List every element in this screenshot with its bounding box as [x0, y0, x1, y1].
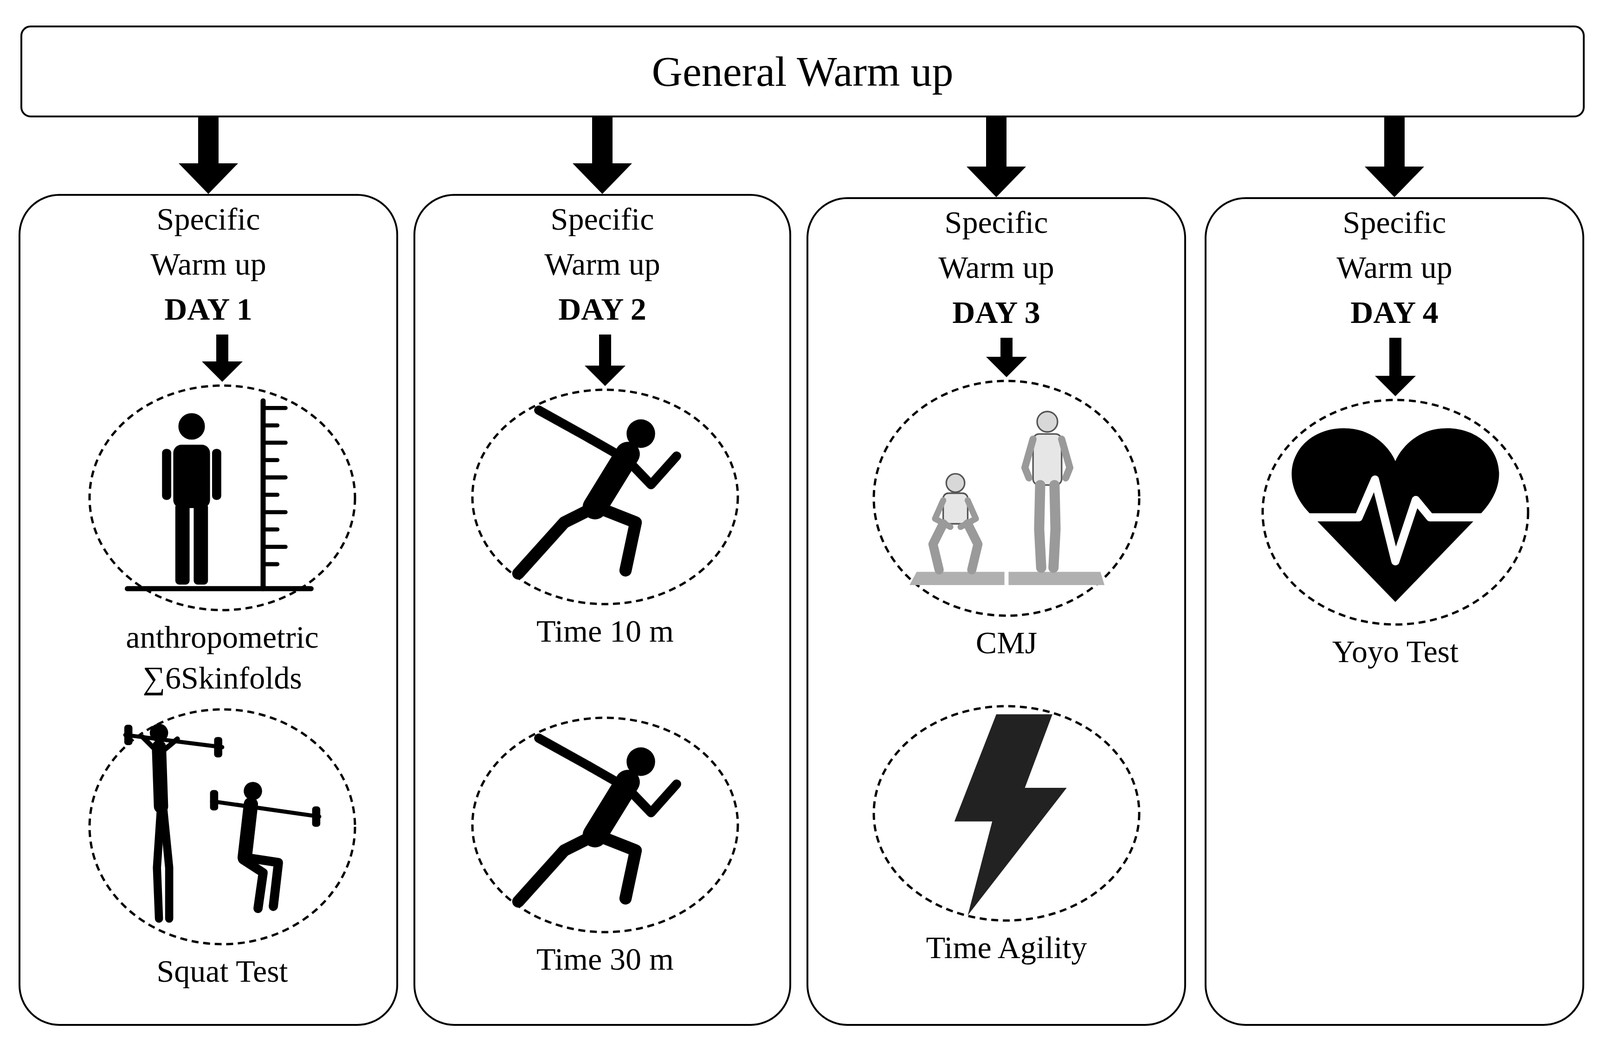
test-ellipse: Time Agility	[869, 701, 1144, 968]
person-icon	[127, 400, 311, 589]
day-panel: Specific Warm upDAY 2 Time 10 m Time 30 m	[413, 193, 792, 1026]
day-panel: Specific Warm upDAY 1 anthropometric ∑6Sk…	[18, 193, 399, 1026]
dashed-ellipse	[472, 389, 738, 605]
block-arrow	[1374, 337, 1416, 397]
day-label: DAY 2	[514, 286, 691, 332]
test-ellipse: Squat Test	[84, 704, 360, 992]
block-arrow	[966, 117, 1026, 198]
test-label: Time 10 m	[479, 610, 731, 652]
box-title: General Warm up	[651, 45, 954, 97]
block-arrow	[201, 334, 243, 382]
squat-icon	[124, 723, 321, 919]
dashed-ellipse	[89, 385, 355, 611]
block-arrow	[178, 117, 239, 194]
panel-heading: Specific Warm up	[1306, 200, 1483, 291]
day-label: DAY 3	[908, 290, 1085, 336]
block-arrow	[986, 337, 1027, 378]
test-ellipse: Yoyo Test	[1258, 395, 1533, 672]
block-arrow	[584, 334, 626, 387]
runner-icon	[518, 410, 677, 574]
dashed-ellipse	[1262, 400, 1529, 625]
test-label: Yoyo Test	[1270, 631, 1521, 672]
icon-figure	[84, 380, 360, 615]
heart-icon	[1289, 428, 1502, 603]
icon-figure	[467, 713, 743, 937]
block-arrow	[1364, 117, 1425, 198]
runner-icon	[518, 738, 677, 902]
test-ellipse: Time 10 m	[467, 385, 743, 652]
panel-heading: Specific Warm up	[514, 196, 691, 287]
icon-figure	[869, 376, 1144, 621]
test-label: CMJ	[881, 622, 1132, 664]
icon-figure	[869, 701, 1144, 926]
bolt-icon	[954, 714, 1067, 916]
dashed-ellipse	[873, 380, 1140, 616]
test-ellipse: Time 30 m	[467, 713, 743, 980]
panel-heading: Specific Warm up	[908, 200, 1085, 291]
icon-figure	[467, 385, 743, 609]
icon-figure	[84, 704, 360, 949]
cmj-icon	[909, 411, 1105, 586]
test-label: Squat Test	[96, 950, 348, 992]
test-label: Time Agility	[881, 927, 1132, 968]
icon-figure	[1258, 395, 1533, 630]
dashed-ellipse	[89, 709, 355, 945]
day-panel: Specific Warm upDAY 3 CMJ Time Agility	[806, 197, 1187, 1026]
day-label: DAY 1	[120, 286, 297, 332]
day-panel: Specific Warm upDAY 4 Yoyo Test	[1204, 197, 1585, 1026]
test-label: Time 30 m	[479, 938, 731, 980]
block-arrow	[572, 117, 633, 194]
panel-heading: Specific Warm up	[120, 196, 297, 287]
dashed-ellipse	[472, 717, 738, 933]
test-label: anthropometric ∑6Skinfolds	[96, 616, 348, 699]
day-label: DAY 4	[1306, 290, 1483, 336]
warmup-box: General Warm up	[20, 25, 1585, 118]
dashed-ellipse	[873, 706, 1140, 921]
test-ellipse: anthropometric ∑6Skinfolds	[84, 380, 360, 699]
test-ellipse: CMJ	[869, 376, 1144, 664]
